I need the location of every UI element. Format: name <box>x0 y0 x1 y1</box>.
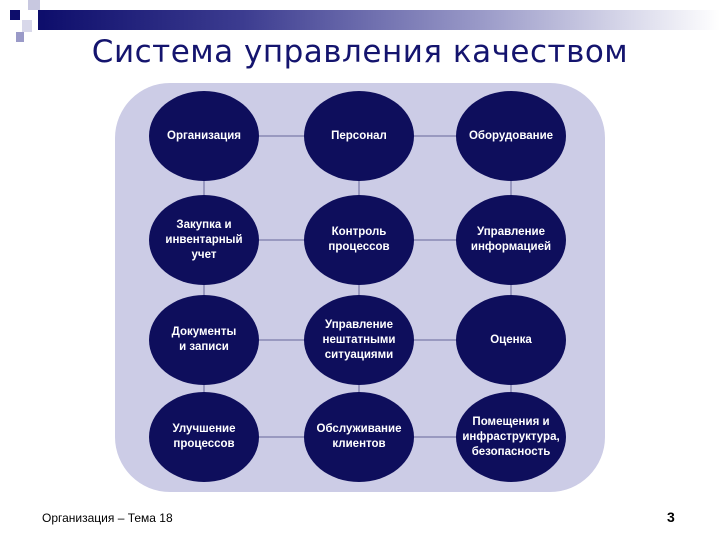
decor-square <box>22 20 32 32</box>
node-personnel: Персонал <box>304 91 414 181</box>
node-facilities-safety: Помещения и инфраструктура, безопасность <box>456 392 566 482</box>
footer-text: Организация – Тема 18 <box>42 511 173 525</box>
node-process-improvement: Улучшение процессов <box>149 392 259 482</box>
slide-title: Система управления качеством <box>91 34 629 70</box>
node-process-control: Контроль процессов <box>304 195 414 285</box>
decor-square <box>28 0 40 10</box>
header-gradient-bar <box>38 10 720 30</box>
node-information-management: Управление информацией <box>456 195 566 285</box>
node-occurrence-management: Управление нештатными ситуациями <box>304 295 414 385</box>
node-equipment: Оборудование <box>456 91 566 181</box>
decor-square <box>16 32 24 42</box>
node-documents: Документы и записи <box>149 295 259 385</box>
node-organization: Организация <box>149 91 259 181</box>
node-purchasing: Закупка и инвентарный учет <box>149 195 259 285</box>
page-number: 3 <box>667 509 675 525</box>
decor-square <box>10 10 20 20</box>
node-customer-service: Обслуживание клиентов <box>304 392 414 482</box>
node-assessment: Оценка <box>456 295 566 385</box>
